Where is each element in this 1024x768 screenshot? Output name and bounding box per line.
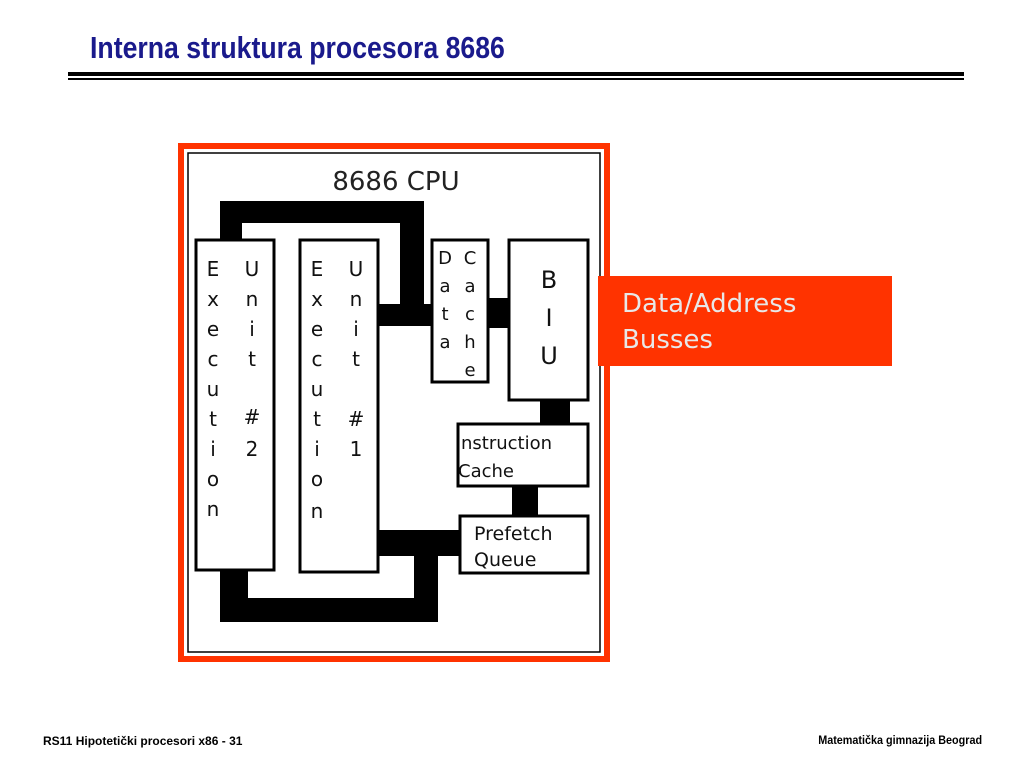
data-cache-letter: a (439, 276, 450, 297)
eu2-letter: 2 (246, 437, 259, 461)
eu2-label: E x e c u t i o n U n i t # 2 (207, 257, 261, 521)
cpu-inner-frame (187, 152, 601, 653)
cpu-label: 8686 CPU (332, 167, 459, 197)
eu2-letter: x (207, 287, 219, 311)
busses-line1: Data/Address (622, 289, 796, 319)
eu2-letter: e (207, 317, 219, 341)
eu2-letter: n (246, 287, 259, 311)
eu1-letter: n (311, 499, 324, 523)
eu2-letter: E (207, 257, 220, 281)
data-cache-box (430, 238, 490, 384)
eu2-letter: u (207, 377, 220, 401)
data-cache-label: D a t a C a c h e (438, 248, 476, 381)
title-rule (68, 72, 964, 76)
eu2-letter: i (249, 317, 255, 341)
data-cache-letter: t (441, 304, 448, 325)
eu1-letter: e (311, 317, 323, 341)
eu1-letter: t (313, 407, 321, 431)
eu1-letter: o (311, 467, 323, 491)
bus-bottom-left-rise (220, 568, 248, 622)
busses-box (598, 276, 892, 366)
bus-icache-pq (512, 486, 538, 516)
bus-top-horizontal (220, 201, 424, 223)
eu1-letter: 1 (350, 437, 363, 461)
data-cache-letter: c (465, 304, 475, 325)
data-cache-letter: D (438, 248, 452, 269)
instruction-cache-line2: Cache (458, 461, 514, 482)
data-cache-letter: h (464, 332, 475, 353)
eu2-box (194, 238, 276, 572)
eu1-letter: u (311, 377, 324, 401)
footer-slide-info: RS11 Hipotetički procesori x86 - 31 (43, 734, 243, 748)
prefetch-queue-box (458, 514, 590, 575)
bus-to-cache (378, 304, 434, 326)
eu1-box (298, 238, 380, 574)
eu1-letter: # (348, 407, 365, 431)
eu1-letter: i (314, 437, 320, 461)
eu2-letter: n (207, 497, 220, 521)
eu2-letter: t (209, 407, 217, 431)
title-rule-thin (68, 78, 964, 80)
eu1-label: E x e c u t i o n U n i t # 1 (311, 257, 365, 523)
eu2-letter: U (245, 257, 260, 281)
eu1-letter: i (353, 317, 359, 341)
data-cache-letter: C (464, 248, 477, 269)
biu-letter: I (545, 304, 552, 332)
biu-letter: B (541, 266, 557, 294)
eu1-letter: E (311, 257, 324, 281)
eu1-letter: c (312, 347, 323, 371)
prefetch-queue-line1: Prefetch (474, 523, 553, 545)
biu-label: B I U (540, 266, 558, 370)
eu2-letter: i (210, 437, 216, 461)
bus-lines (220, 201, 570, 622)
eu1-letter: t (352, 347, 360, 371)
prefetch-queue-line2: Queue (474, 549, 536, 571)
footer-institution: Matematička gimnazija Beograd (818, 733, 982, 747)
bus-biu-icache (540, 400, 570, 424)
eu1-letter: x (311, 287, 323, 311)
slide-title: Interna struktura procesora 8686 (90, 30, 505, 65)
instruction-cache-line1: nstruction (461, 433, 552, 454)
biu-letter: U (540, 342, 558, 370)
biu-box (507, 238, 590, 402)
eu1-letter: n (350, 287, 363, 311)
bus-cache-biu (488, 298, 510, 328)
eu2-letter: c (208, 347, 219, 371)
busses-line2: Busses (622, 325, 713, 355)
eu2-letter: t (248, 347, 256, 371)
data-cache-letter: a (464, 276, 475, 297)
eu2-letter: o (207, 467, 219, 491)
bus-top-left-drop (220, 201, 242, 241)
instruction-cache-box (456, 422, 590, 488)
bus-bottom-horizontal (220, 598, 438, 622)
data-cache-letter: e (464, 360, 475, 381)
eu1-letter: U (349, 257, 364, 281)
eu2-letter: # (244, 405, 261, 429)
data-cache-letter: a (439, 332, 450, 353)
